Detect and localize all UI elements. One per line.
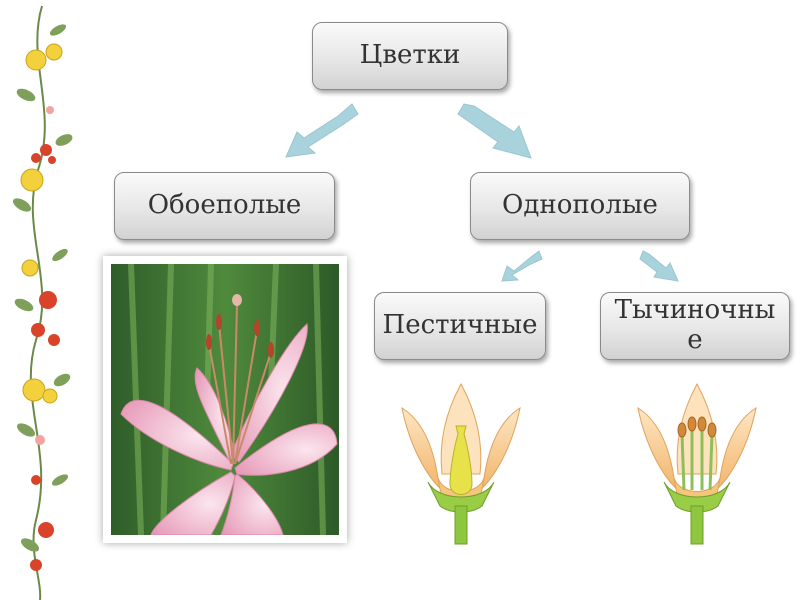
- node-pistillate: Пестичные: [374, 292, 546, 360]
- node-bisexual: Обоеполые: [114, 172, 335, 240]
- node-unisexual: Однополые: [470, 172, 690, 240]
- arrow-root-to-bisexual: [285, 103, 359, 158]
- staminate-flower-illustration: [637, 382, 757, 545]
- node-staminate: Тычиночные: [600, 292, 790, 360]
- floral-vine-border: [12, 5, 73, 600]
- arrow-root-to-unisexual: [457, 103, 532, 159]
- pistillate-flower-illustration: [401, 382, 521, 545]
- arrow-unisexual-to-staminate: [639, 250, 679, 282]
- arrow-unisexual-to-pistillate: [501, 250, 543, 282]
- lily-photo: [111, 264, 339, 535]
- lily-photo-frame: [103, 256, 347, 543]
- node-flowers: Цветки: [312, 22, 508, 90]
